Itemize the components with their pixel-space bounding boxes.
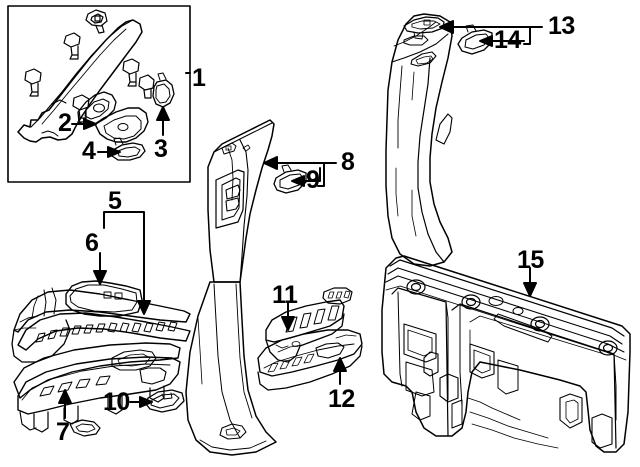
upper-garnish-cap [152,72,175,108]
callout-8: 8 [341,148,355,176]
callout-9: 9 [306,166,320,194]
callout-13: 13 [548,12,575,40]
callout-3: 3 [154,135,168,163]
callout-11: 11 [272,281,298,309]
callout-7: 7 [56,418,70,446]
callout-12: 12 [328,385,355,413]
push-pin-fastener [122,58,140,87]
rear-sill-carrier [257,329,363,391]
push-pin-fastener [85,9,108,34]
callout-14: 14 [494,26,521,54]
push-pin-fastener [63,32,81,60]
rear-sill-plate [265,299,345,363]
center-pillar-lower-trim [185,281,277,456]
callout-6: 6 [85,229,99,257]
quarter-trim-panel [385,13,453,267]
lower-garnish-cap [111,137,146,161]
callout-4: 4 [82,137,96,165]
callout-5: 5 [108,187,122,215]
sill-retainer-clip [145,389,185,413]
rear-cab-back-trim-panel [381,255,631,453]
callout-2: 2 [58,109,72,137]
rear-sill-small-clip [322,287,353,305]
push-pin-fastener [138,74,155,99]
callout-1: 1 [192,64,206,92]
leader-lines [58,20,543,419]
push-pin-fastener [24,68,42,97]
center-pillar-upper-trim [207,119,275,283]
callout-10: 10 [103,388,130,416]
callout-15: 15 [517,246,544,274]
